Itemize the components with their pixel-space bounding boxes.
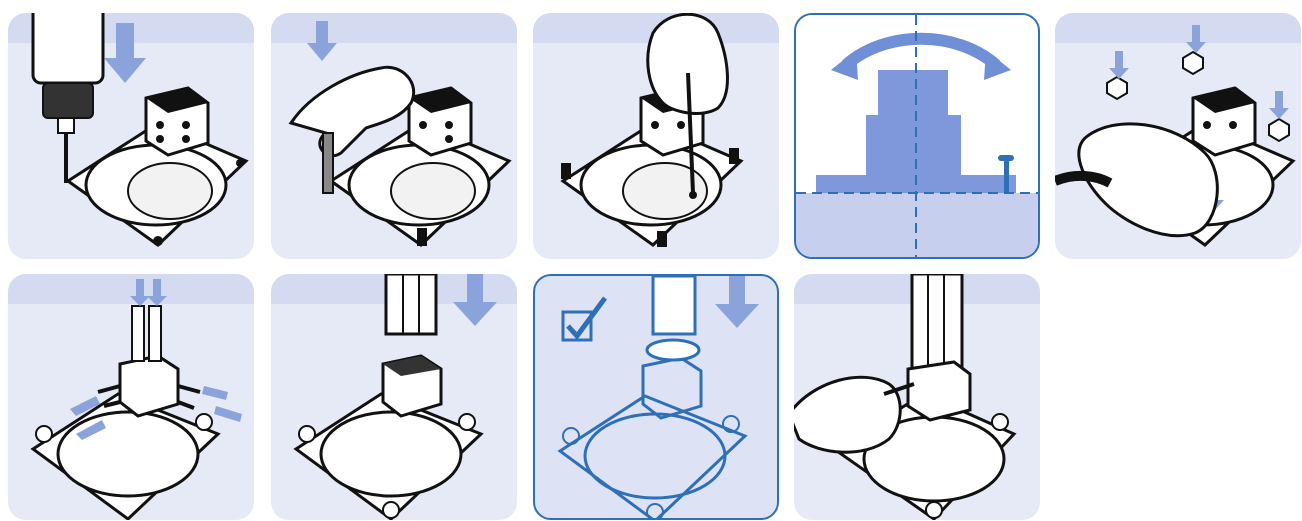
base-plate-icon [33,394,218,519]
down-arrow-icon [715,276,759,328]
down-arrow-icon [307,21,337,61]
stud-icon [323,133,333,193]
base-plate-icon [560,396,745,520]
step-7-panel [271,274,517,520]
hand-icon [794,377,900,452]
socket-icon [383,356,441,416]
socket-icon [1193,88,1255,155]
down-arrow-icon [104,23,146,83]
step-8-panel [533,274,779,520]
step-8-illustration [535,276,779,520]
post-icon [647,276,699,360]
socket-icon [643,358,701,418]
step-5-panel [1055,13,1301,259]
step-1-illustration [8,13,254,259]
drill-icon [33,13,103,183]
bracket-icon [132,306,161,361]
step-1-panel [8,13,254,259]
post-icon [908,274,970,420]
step-7-illustration [271,274,517,520]
step-3-illustration [533,13,779,259]
step-6-illustration [8,274,254,520]
socket-icon [120,356,178,416]
base-plate-icon [296,394,481,519]
step-6-panel [8,274,254,520]
checkbox-icon [563,298,605,340]
step-2-illustration [271,13,517,259]
step-4-panel [794,13,1040,259]
socket-icon [409,88,471,155]
step-3-panel [533,13,779,259]
down-arrow-icon [453,274,497,326]
step-9-illustration [794,274,1040,520]
socket-icon [146,88,208,155]
step-4-illustration [796,15,1040,259]
step-5-illustration [1055,13,1301,259]
step-2-panel [271,13,517,259]
post-icon [386,274,436,334]
step-9-panel [794,274,1040,520]
